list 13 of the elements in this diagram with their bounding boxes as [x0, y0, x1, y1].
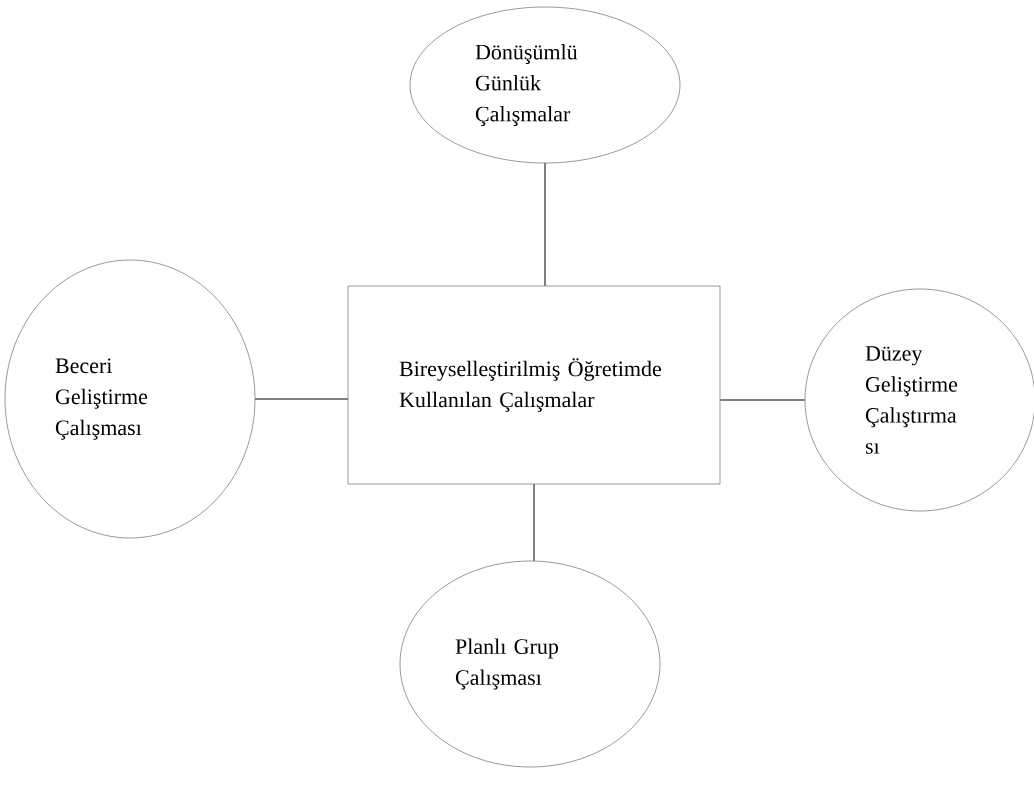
node-text: Dönüşümlü Günlük Çalışmalar — [475, 44, 578, 126]
ellipse-node — [4, 259, 256, 539]
node-text: Bireyselleştirilmiş Öğretimde Kullanılan Çalışmalar — [399, 358, 661, 412]
ellipse-node — [399, 560, 661, 768]
ellipse-node — [409, 6, 681, 164]
node-text: Beceri Geliştirme Çalışması — [55, 358, 148, 440]
connector-line — [533, 483, 535, 562]
connector-line — [254, 398, 349, 400]
node-text: Düzey Geliştirme Çalıştırma sı — [865, 346, 958, 454]
connector-line — [544, 162, 546, 287]
connector-line — [719, 399, 806, 401]
node-text: Planlı Grup Çalışması — [455, 638, 559, 690]
process-box — [347, 285, 721, 485]
